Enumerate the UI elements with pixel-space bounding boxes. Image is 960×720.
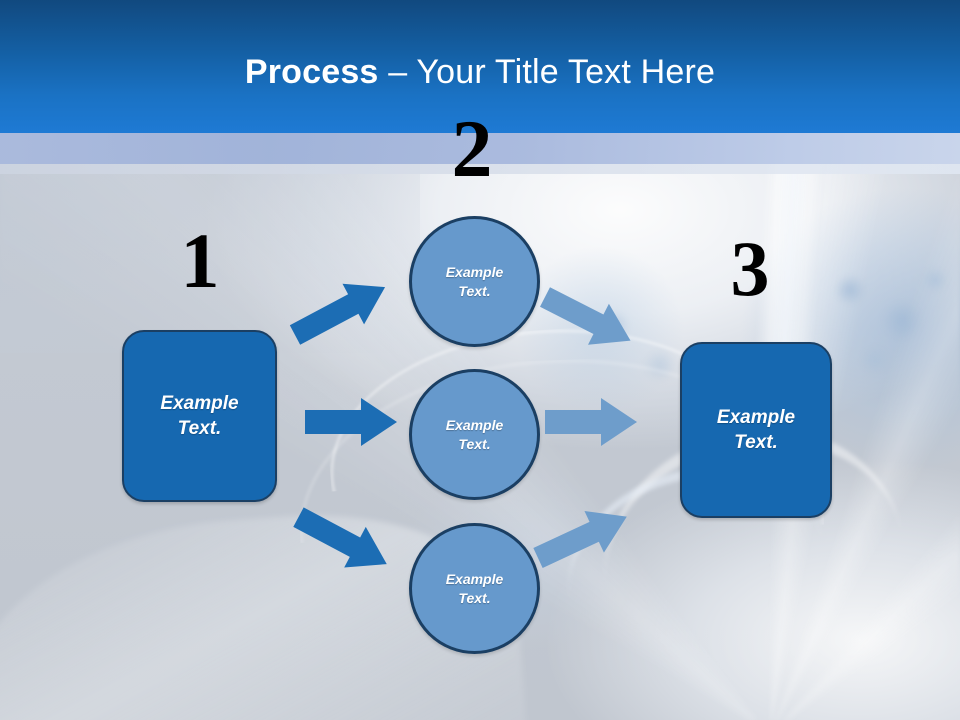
- title-banner: [0, 0, 960, 133]
- process-node-circle-3[interactable]: Example Text.: [409, 523, 540, 654]
- step-number-1: 1: [180, 217, 220, 304]
- process-node-circle-2[interactable]: Example Text.: [409, 369, 540, 500]
- title-banner-stripe-lower: [0, 164, 960, 174]
- title-separator: –: [378, 53, 417, 91]
- background-trees-right: [820, 250, 960, 410]
- page-title: Process – Your Title Text Here: [0, 52, 960, 92]
- node-label: Example Text.: [445, 571, 504, 606]
- node-label: Example Text.: [716, 406, 796, 453]
- title-banner-stripe: [0, 133, 960, 164]
- node-label: Example Text.: [445, 264, 504, 299]
- process-node-box-1[interactable]: Example Text.: [122, 330, 277, 502]
- process-node-circle-1[interactable]: Example Text.: [409, 216, 540, 347]
- step-number-2: 2: [451, 103, 493, 194]
- step-number-3: 3: [730, 225, 770, 312]
- node-label: Example Text.: [160, 392, 239, 439]
- process-node-box-3[interactable]: Example Text.: [680, 342, 832, 518]
- node-label: Example Text.: [445, 417, 504, 452]
- title-regular-part: Your Title Text Here: [416, 53, 716, 91]
- title-bold-part: Process: [244, 53, 379, 91]
